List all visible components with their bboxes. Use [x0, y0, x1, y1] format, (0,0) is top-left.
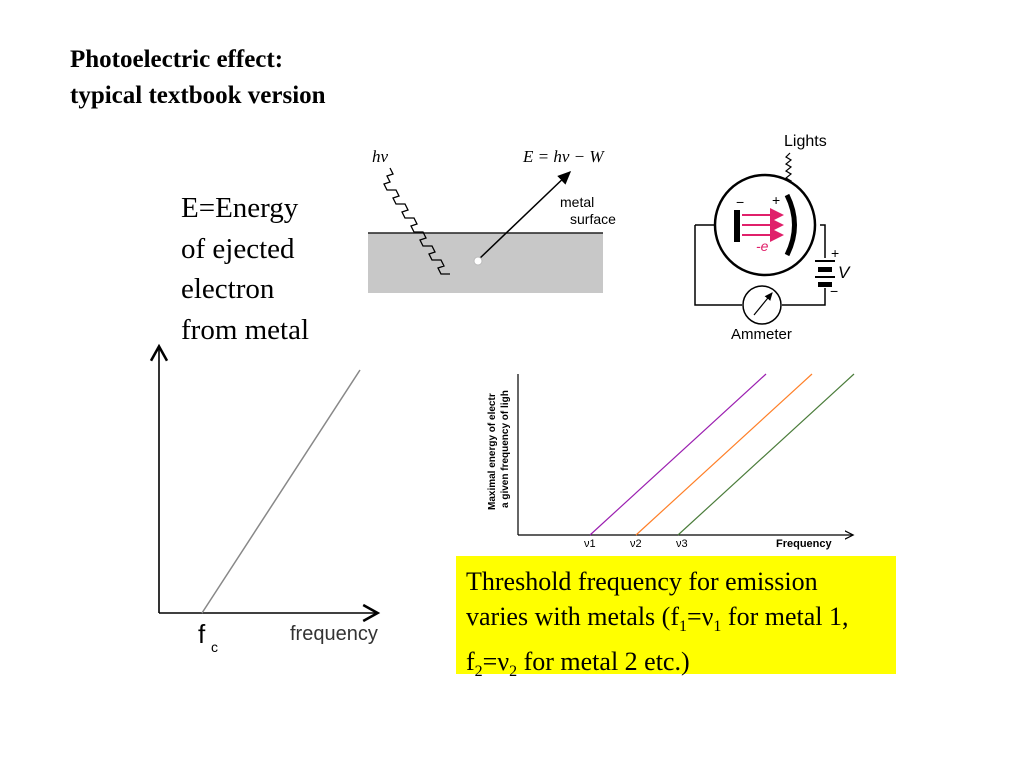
energy-note-line-1: E=Energy: [181, 192, 299, 224]
metal-3-line: [677, 373, 855, 536]
slide-title: Photoelectric effect: typical textbook v…: [70, 42, 326, 114]
threshold-nu2: ν2: [630, 538, 642, 550]
energy-note-line-2: of ejected: [181, 232, 295, 265]
circuit-wire-right: [782, 288, 826, 306]
energy-note-line-4: from metal: [181, 313, 310, 346]
lights-label: Lights: [784, 133, 827, 150]
threshold-nu1: ν1: [584, 538, 596, 550]
callout-text-3: for metal 1, f: [466, 602, 849, 677]
ammeter-needle: [753, 292, 773, 316]
metal-block: [368, 233, 603, 293]
surface-label-line1: metal: [560, 194, 594, 210]
right-y-label-line2: a given frequency of ligh: [500, 390, 511, 508]
right-x-axis-label: Frequency: [776, 538, 833, 550]
threshold-nu3: ν3: [676, 538, 688, 550]
voltage-label: V: [838, 263, 851, 282]
anode-collector: [784, 193, 797, 257]
incoming-photon-wave: [383, 167, 450, 275]
callout-text-4: =ν: [482, 647, 510, 677]
battery-minus-sign: −: [830, 283, 838, 299]
surface-label-line2: surface: [570, 211, 616, 227]
right-y-label-line1: Maximal energy of electr: [487, 393, 498, 510]
energy-note: E=Energy of ejected electron from metal: [181, 188, 309, 350]
battery-plus-sign: +: [831, 245, 839, 261]
metal-2-line: [635, 373, 813, 536]
tube-minus-sign: −: [736, 194, 744, 210]
title-line-1: Photoelectric effect:: [70, 46, 284, 73]
battery-plate-2: [818, 267, 832, 272]
callout-sub-2: 1: [713, 618, 722, 636]
callout-text-5: for metal 2 etc.): [517, 647, 690, 677]
tube-plus-sign: +: [772, 192, 780, 208]
metal-1-line: [589, 373, 767, 536]
electron-label: -e: [756, 238, 769, 254]
photon-metal-surface-diagram: hν E = hν − W metal surface: [368, 147, 616, 293]
photocell-circuit-diagram: Lights − + -e + − V Ammeter: [694, 133, 851, 343]
energy-equation: E = hν − W: [522, 147, 605, 166]
ejected-electron-arrow: [477, 170, 572, 261]
energy-frequency-graph: frequency f c: [149, 343, 381, 655]
threshold-subscript: c: [211, 639, 218, 655]
circuit-wire-anode: [820, 224, 826, 258]
threshold-callout: Threshold frequency for emission varies …: [456, 556, 896, 680]
threshold-label: f: [198, 619, 206, 649]
callout-text-1: Threshold frequency for emission varies …: [466, 567, 818, 631]
callout-sub-1: 1: [679, 618, 687, 636]
callout-sub-3: 2: [474, 663, 483, 681]
impact-point: [473, 256, 483, 266]
battery-plate-4: [818, 282, 832, 287]
x-axis-label: frequency: [290, 623, 378, 645]
ammeter-label: Ammeter: [731, 326, 792, 343]
photon-label: hν: [372, 147, 389, 166]
energy-note-line-3: electron: [181, 273, 275, 305]
callout-sub-4: 2: [509, 663, 518, 681]
title-line-2: typical textbook version: [70, 82, 326, 109]
cathode-plate: [734, 210, 740, 242]
circuit-wire-left: [694, 225, 742, 306]
multi-metal-energy-graph: Maximal energy of electr a given frequen…: [487, 373, 855, 550]
energy-line: [201, 369, 361, 614]
callout-text-2: =ν: [687, 602, 714, 631]
